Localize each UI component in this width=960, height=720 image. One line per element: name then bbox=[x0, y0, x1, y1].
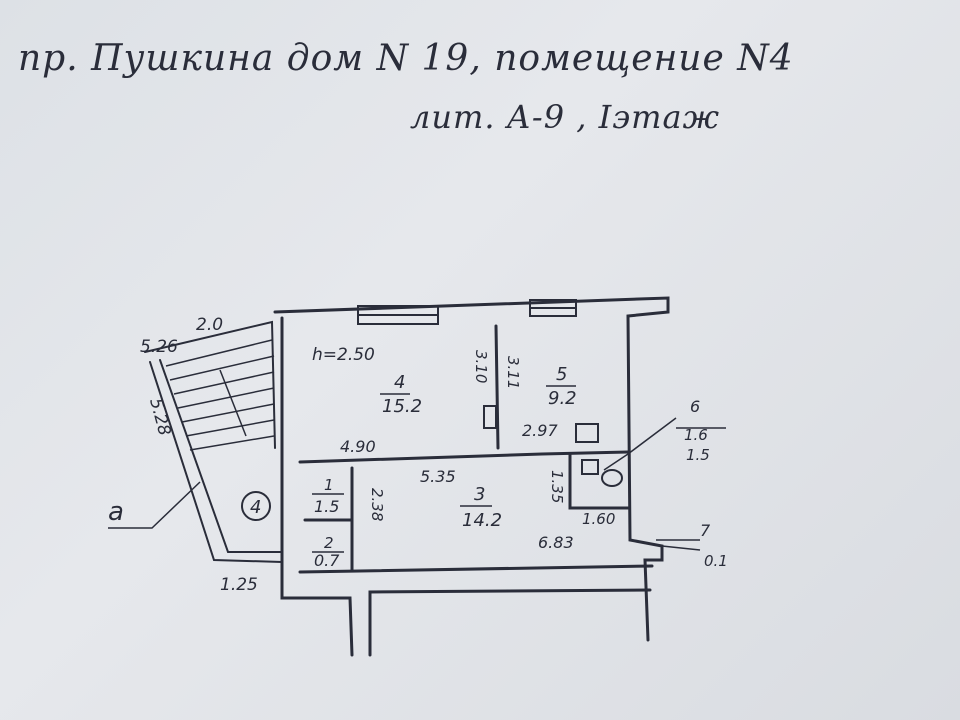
room2-area: 0.7 bbox=[314, 551, 340, 570]
leader-a-label: а bbox=[108, 497, 124, 527]
callout6-area: 1.6 bbox=[684, 426, 708, 444]
wall-room4-bottom bbox=[298, 450, 630, 464]
room4-dim-h: 4.90 bbox=[340, 437, 376, 456]
room5-dim-h: 2.97 bbox=[522, 421, 558, 440]
plan-title-address: пр. Пушкина дом N 19, помещение N4 bbox=[18, 38, 794, 79]
room3-dim-bottom: 6.83 bbox=[538, 533, 574, 552]
room5-num: 5 bbox=[556, 364, 567, 385]
windows bbox=[357, 299, 577, 325]
stair-dim-bottom: 1.25 bbox=[220, 575, 258, 595]
stair-top bbox=[144, 320, 276, 449]
room5-dim-v: 3.11 bbox=[504, 356, 522, 389]
callout7-area: 0.1 bbox=[704, 552, 728, 570]
outer-wall-bottom bbox=[280, 316, 652, 657]
room3-area: 14.2 bbox=[462, 510, 502, 531]
wall-bath bbox=[568, 452, 630, 510]
room3-num: 3 bbox=[474, 484, 485, 505]
callout7-num: 7 bbox=[700, 521, 711, 540]
stair-dim-side: 5.28 bbox=[145, 396, 174, 438]
outer-wall bbox=[273, 296, 670, 642]
room5-area: 9.2 bbox=[548, 388, 577, 409]
entrance-marker-label: 4 bbox=[250, 497, 261, 518]
callout6-num: 6 bbox=[690, 397, 700, 416]
stair-steps bbox=[165, 339, 275, 451]
plan-title-litera: лит. А-9 , Iэтаж bbox=[410, 98, 720, 136]
stair-dim-top-a: 5.26 bbox=[140, 337, 178, 357]
stair-dim-top-b: 2.0 bbox=[196, 315, 223, 335]
dim-1-35: 1.35 bbox=[548, 470, 566, 503]
room2-num: 2 bbox=[324, 534, 334, 552]
stair-outline bbox=[149, 359, 283, 563]
room1-num: 1 bbox=[324, 476, 334, 494]
room1-area: 1.5 bbox=[314, 497, 339, 516]
callout6-extra: 1.5 bbox=[686, 446, 710, 464]
fixtures bbox=[483, 405, 623, 487]
wall-room4-right bbox=[494, 324, 500, 450]
dim-1-60: 1.60 bbox=[582, 510, 615, 528]
room3-dim-top: 5.35 bbox=[420, 467, 456, 486]
room4-area: 15.2 bbox=[382, 396, 422, 417]
height-note: h=2.50 bbox=[312, 345, 375, 365]
room4-dim-v: 3.10 bbox=[472, 350, 490, 383]
wall-bottom-line bbox=[298, 564, 654, 574]
room4-num: 4 bbox=[394, 372, 405, 393]
room3-dim-v: 2.38 bbox=[368, 488, 386, 521]
entrance-marker-circle bbox=[241, 491, 271, 521]
